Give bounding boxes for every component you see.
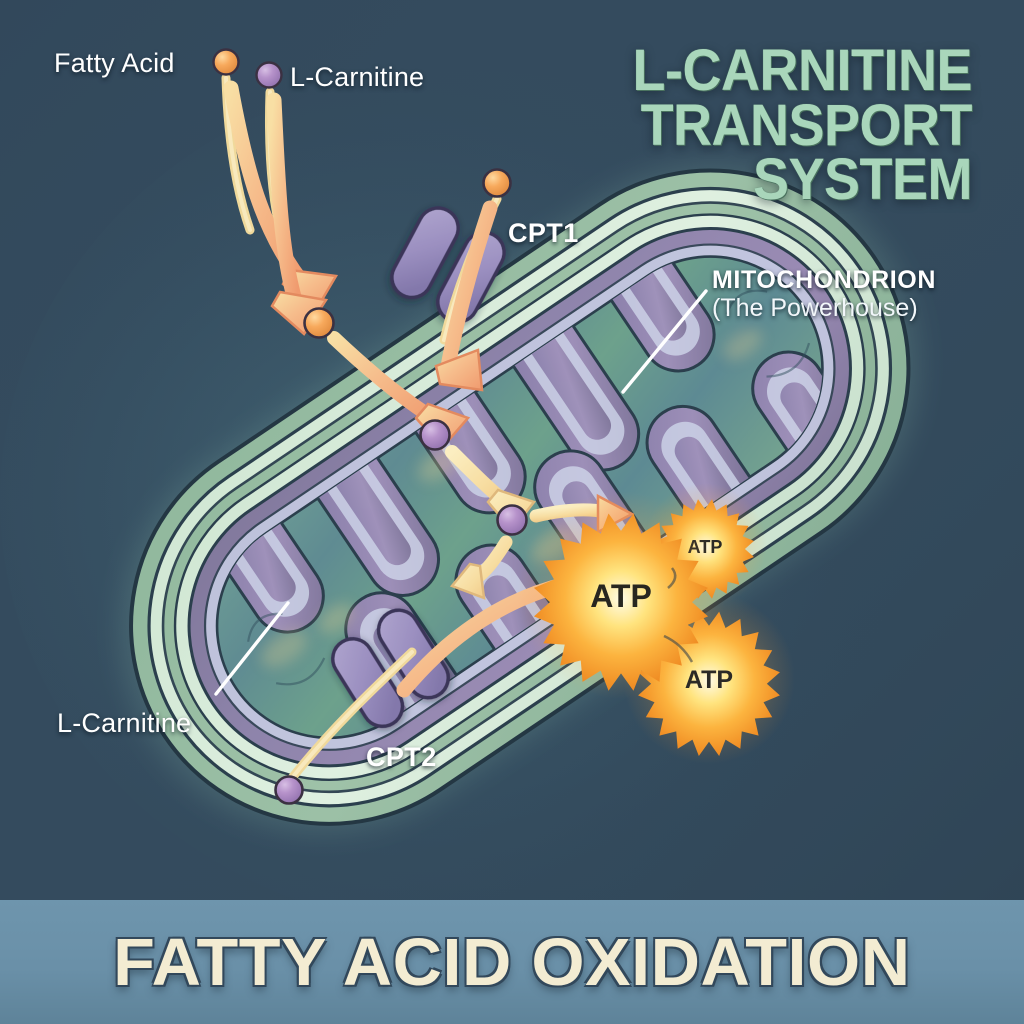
arrow-carnitine-entry-1 (266, 92, 329, 336)
title-line-1: L-CARNITINE (632, 38, 973, 103)
arrow-through-cpt1 (434, 200, 498, 392)
label-fatty-acid: Fatty Acid (54, 48, 175, 78)
atp-connector-lines (663, 567, 694, 663)
leader-l-carnitine-bottom (214, 601, 290, 696)
molecule-fatty-acid-legend (212, 48, 240, 76)
label-l-carnitine-top: L-Carnitine (290, 62, 425, 92)
molecule-l-carnitine-outer-bottom (274, 775, 304, 805)
label-mitochondrion-group: MITOCHONDRION (The Powerhouse) (712, 266, 936, 322)
molecules (212, 48, 528, 805)
arrow-matrix-3 (449, 535, 513, 600)
label-cpt2: CPT2 (366, 742, 437, 772)
leader-mitochondrion (621, 289, 708, 394)
atp-burst-large: ATP (517, 491, 725, 699)
banner-title: FATTY ACID OXIDATION (113, 924, 911, 1000)
molecule-fatty-acid-matrix (303, 307, 335, 339)
atp-label-large: ATP (590, 578, 652, 614)
label-mitochondrion-sub: (The Powerhouse) (712, 294, 918, 322)
title-line-3: SYSTEM (752, 147, 972, 213)
label-cpt1: CPT1 (508, 218, 579, 248)
atp-bursts: ATP ATP (517, 483, 795, 764)
title-line-2: TRANSPORT (640, 92, 973, 158)
page-title: L-CARNITINE TRANSPORT SYSTEM (632, 38, 973, 213)
label-mitochondrion: MITOCHONDRION (712, 266, 936, 294)
molecule-l-carnitine-matrix-lower (496, 504, 528, 536)
bottom-banner: FATTY ACID OXIDATION (0, 900, 1024, 1024)
atp-label-medium: ATP (685, 666, 733, 694)
molecule-l-carnitine-matrix-upper (419, 419, 451, 451)
molecule-fatty-acid-outer (482, 168, 512, 198)
molecule-l-carnitine-legend (255, 61, 283, 89)
leader-lines (214, 289, 708, 696)
label-l-carnitine-bottom: L-Carnitine (57, 708, 192, 738)
